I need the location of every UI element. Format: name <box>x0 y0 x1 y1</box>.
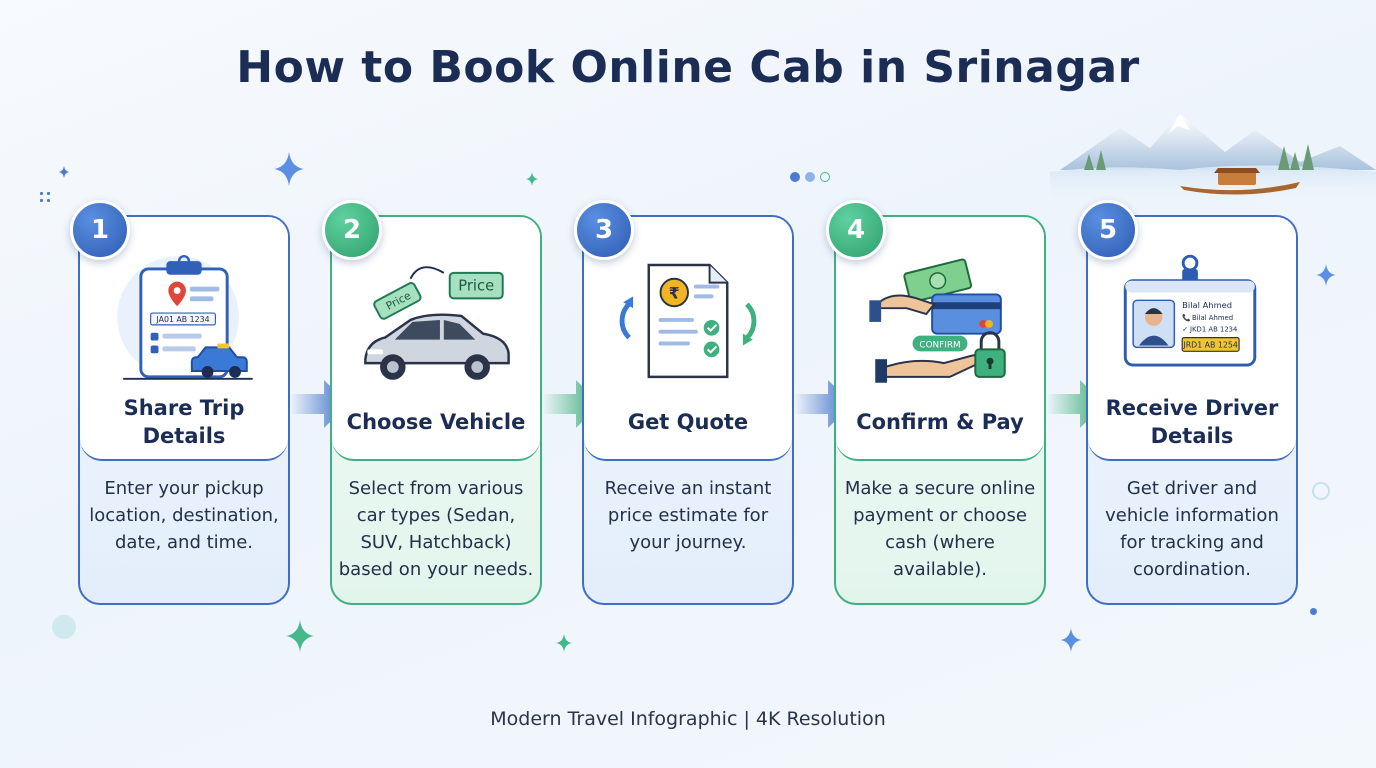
step-card-1: JA01 AB 1234 Share Trip Details Enter yo… <box>78 215 290 605</box>
dot-decoration <box>52 615 76 639</box>
step-description: Receive an instant price estimate for yo… <box>604 478 772 553</box>
step-card-header: JA01 AB 1234 Share Trip Details <box>80 217 288 461</box>
step-number-badge: 2 <box>322 200 382 260</box>
dot-grid-decoration <box>38 190 52 204</box>
step-card-header: ₹ Get Quote <box>584 217 792 461</box>
step-card-3: ₹ Get Quote Receive an instant price est… <box>582 215 794 605</box>
svg-text:✓: ✓ <box>1182 326 1188 334</box>
dot-decoration <box>1310 608 1317 615</box>
step-number-badge: 5 <box>1078 200 1138 260</box>
step-description: Make a secure online payment or choose c… <box>844 478 1036 580</box>
step-number-badge: 4 <box>826 200 886 260</box>
driver-registration: JKD1 AB 1234 <box>1189 326 1237 334</box>
step-number-badge: 1 <box>70 200 130 260</box>
driver-phone: Bilal Ahmed <box>1192 314 1233 322</box>
confirm-button-text: CONFIRM <box>919 340 960 350</box>
sparkle-icon <box>526 172 538 186</box>
step-title: Choose Vehicle <box>346 410 526 434</box>
driver-plate: JRD1 AB 1254 <box>1182 340 1237 349</box>
step-card-4: CONFIRM Confirm & Pay Make a secure onli… <box>834 215 1046 605</box>
dot-decoration <box>805 172 815 182</box>
step-card-header: CONFIRM Confirm & Pay <box>836 217 1044 461</box>
step-card-header: Bilal Ahmed 📞 Bilal Ahmed ✓ JKD1 AB 1234… <box>1088 217 1296 461</box>
payment-card-cash-lock-icon: CONFIRM <box>869 258 1006 383</box>
plate-text: JA01 AB 1234 <box>155 315 209 324</box>
step-description: Select from various car types (Sedan, SU… <box>338 478 534 580</box>
car-price-tag-icon: Price Price <box>364 266 510 380</box>
step-title: Confirm & Pay <box>856 410 1024 434</box>
sparkle-icon <box>274 152 304 186</box>
dot-decoration <box>790 172 800 182</box>
step-title: Get Quote <box>627 410 749 434</box>
step-card-header: Price Price Choose Vehicle <box>332 217 540 461</box>
step-title: Receive Driver Details <box>1105 396 1279 448</box>
sparkle-icon <box>1060 628 1082 652</box>
mountain-lake-boat-illustration <box>1050 114 1376 210</box>
sparkle-icon <box>1316 264 1336 286</box>
sparkle-icon <box>286 620 314 652</box>
step-card-2: Price Price Choose Vehicle Select from v… <box>330 215 542 605</box>
clipboard-location-cab-icon: JA01 AB 1234 <box>117 254 253 380</box>
step-description: Enter your pickup location, destination,… <box>89 478 279 553</box>
sparkle-icon <box>58 166 70 178</box>
rupee-quote-document-icon: ₹ <box>619 263 757 379</box>
step-description: Get driver and vehicle information for t… <box>1105 478 1279 580</box>
step-title: Share Trip Details <box>123 396 245 448</box>
driver-name: Bilal Ahmed <box>1182 300 1232 310</box>
sparkle-icon <box>556 634 572 652</box>
svg-text:📞: 📞 <box>1182 313 1191 322</box>
footer-caption: Modern Travel Infographic | 4K Resolutio… <box>490 708 886 730</box>
svg-text:₹: ₹ <box>669 283 680 302</box>
price-tag-text: Price <box>458 278 494 295</box>
page-title: How to Book Online Cab in Srinagar <box>236 42 1140 93</box>
step-card-5: Bilal Ahmed 📞 Bilal Ahmed ✓ JKD1 AB 1234… <box>1086 215 1298 605</box>
dot-decoration <box>1312 482 1330 500</box>
driver-id-card-icon: Bilal Ahmed 📞 Bilal Ahmed ✓ JKD1 AB 1234… <box>1123 254 1257 367</box>
dot-decoration <box>820 172 830 182</box>
step-number-badge: 3 <box>574 200 634 260</box>
